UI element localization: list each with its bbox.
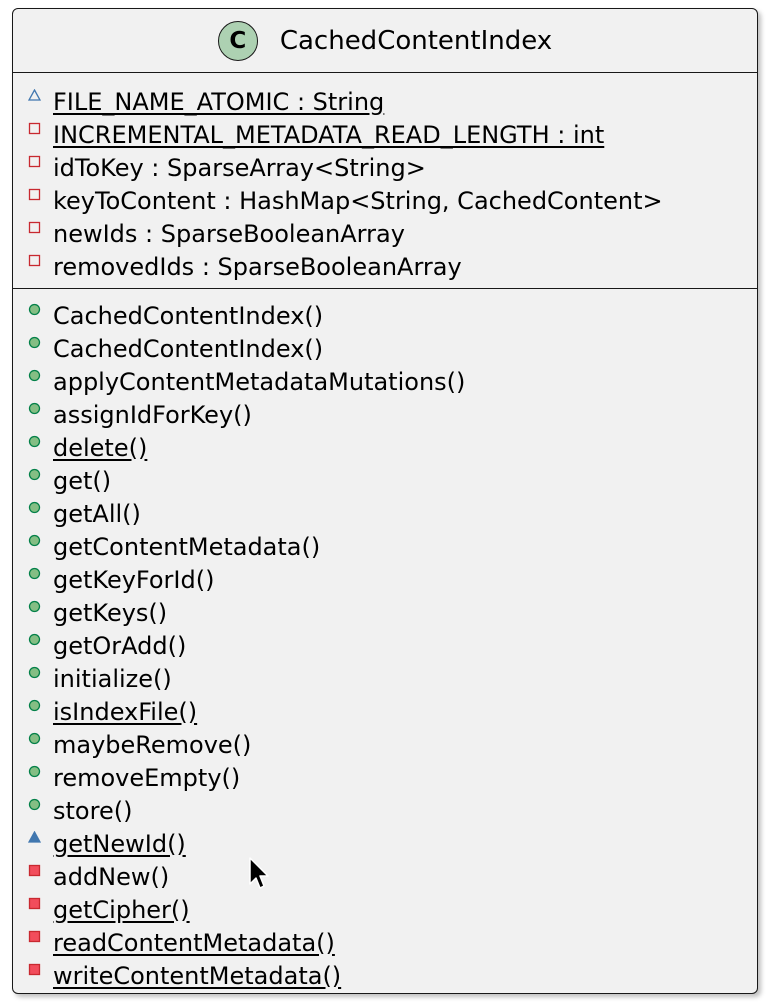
private-visibility-icon	[28, 864, 41, 877]
method-label: CachedContentIndex()	[53, 301, 324, 330]
public-visibility-icon	[28, 303, 41, 316]
field-row: idToKey : SparseArray<String>	[13, 151, 757, 184]
public-visibility-icon	[28, 666, 41, 679]
private-visibility-icon	[28, 155, 41, 168]
mouse-cursor-icon	[249, 857, 269, 889]
method-label: applyContentMetadataMutations()	[53, 367, 466, 396]
method-label: isIndexFile()	[53, 697, 198, 726]
public-visibility-icon	[28, 633, 41, 646]
method-label: assignIdForKey()	[53, 400, 252, 429]
public-visibility-icon	[28, 534, 41, 547]
method-row: getOrAdd()	[13, 629, 757, 662]
method-row: delete()	[13, 431, 757, 464]
public-visibility-icon	[28, 765, 41, 778]
method-label: getKeys()	[53, 598, 168, 627]
private-visibility-icon	[28, 188, 41, 201]
method-row: removeEmpty()	[13, 761, 757, 794]
method-label: readContentMetadata()	[53, 928, 335, 957]
field-label: idToKey : SparseArray<String>	[53, 153, 426, 182]
method-row: getContentMetadata()	[13, 530, 757, 563]
public-visibility-icon	[28, 699, 41, 712]
method-label: CachedContentIndex()	[53, 334, 324, 363]
method-label: getAll()	[53, 499, 141, 528]
method-row: writeContentMetadata()	[13, 959, 757, 992]
private-visibility-icon	[28, 221, 41, 234]
method-row: isIndexFile()	[13, 695, 757, 728]
public-visibility-icon	[28, 732, 41, 745]
method-label: getKeyForId()	[53, 565, 215, 594]
method-label: store()	[53, 796, 133, 825]
class-box-cached-content-index: C CachedContentIndex FILE_NAME_ATOMIC : …	[12, 8, 758, 994]
method-row: getKeys()	[13, 596, 757, 629]
method-label: writeContentMetadata()	[53, 961, 342, 990]
private-visibility-icon	[28, 930, 41, 943]
private-visibility-icon	[28, 254, 41, 267]
method-row: addNew()	[13, 860, 757, 893]
public-visibility-icon	[28, 567, 41, 580]
method-label: addNew()	[53, 862, 170, 891]
field-label: FILE_NAME_ATOMIC : String	[53, 87, 385, 116]
method-label: removeEmpty()	[53, 763, 241, 792]
package-visibility-icon	[28, 89, 41, 101]
method-row: assignIdForKey()	[13, 398, 757, 431]
field-label: INCREMENTAL_METADATA_READ_LENGTH : int	[53, 120, 605, 149]
public-visibility-icon	[28, 402, 41, 415]
field-row: INCREMENTAL_METADATA_READ_LENGTH : int	[13, 118, 757, 151]
method-label: getOrAdd()	[53, 631, 187, 660]
class-name: CachedContentIndex	[279, 25, 553, 56]
method-label: getContentMetadata()	[53, 532, 321, 561]
method-row: applyContentMetadataMutations()	[13, 365, 757, 398]
method-row: get()	[13, 464, 757, 497]
method-label: maybeRemove()	[53, 730, 252, 759]
package-visibility-icon	[28, 831, 41, 843]
field-row: newIds : SparseBooleanArray	[13, 217, 757, 250]
method-label: get()	[53, 466, 112, 495]
methods-compartment: CachedContentIndex() CachedContentIndex()…	[13, 289, 757, 992]
public-visibility-icon	[28, 501, 41, 514]
method-row: initialize()	[13, 662, 757, 695]
field-row: keyToContent : HashMap<String, CachedCon…	[13, 184, 757, 217]
method-label: getNewId()	[53, 829, 186, 858]
method-row: store()	[13, 794, 757, 827]
class-header: C CachedContentIndex	[13, 9, 757, 73]
field-label: newIds : SparseBooleanArray	[53, 219, 405, 248]
public-visibility-icon	[28, 369, 41, 382]
public-visibility-icon	[28, 435, 41, 448]
method-label: getCipher()	[53, 895, 190, 924]
method-row: getKeyForId()	[13, 563, 757, 596]
method-row: readContentMetadata()	[13, 926, 757, 959]
field-label: keyToContent : HashMap<String, CachedCon…	[53, 186, 663, 215]
field-label: removedIds : SparseBooleanArray	[53, 252, 462, 281]
method-label: initialize()	[53, 664, 172, 693]
field-row: removedIds : SparseBooleanArray	[13, 250, 757, 283]
private-visibility-icon	[28, 897, 41, 910]
public-visibility-icon	[28, 798, 41, 811]
method-row: getAll()	[13, 497, 757, 530]
private-visibility-icon	[28, 963, 41, 976]
class-stereotype-icon: C	[217, 20, 258, 61]
method-row: CachedContentIndex()	[13, 299, 757, 332]
private-visibility-icon	[28, 122, 41, 135]
method-row: getCipher()	[13, 893, 757, 926]
method-row: CachedContentIndex()	[13, 332, 757, 365]
public-visibility-icon	[28, 468, 41, 481]
method-row: getNewId()	[13, 827, 757, 860]
method-label: delete()	[53, 433, 148, 462]
public-visibility-icon	[28, 600, 41, 613]
public-visibility-icon	[28, 336, 41, 349]
field-row: FILE_NAME_ATOMIC : String	[13, 85, 757, 118]
method-row: maybeRemove()	[13, 728, 757, 761]
